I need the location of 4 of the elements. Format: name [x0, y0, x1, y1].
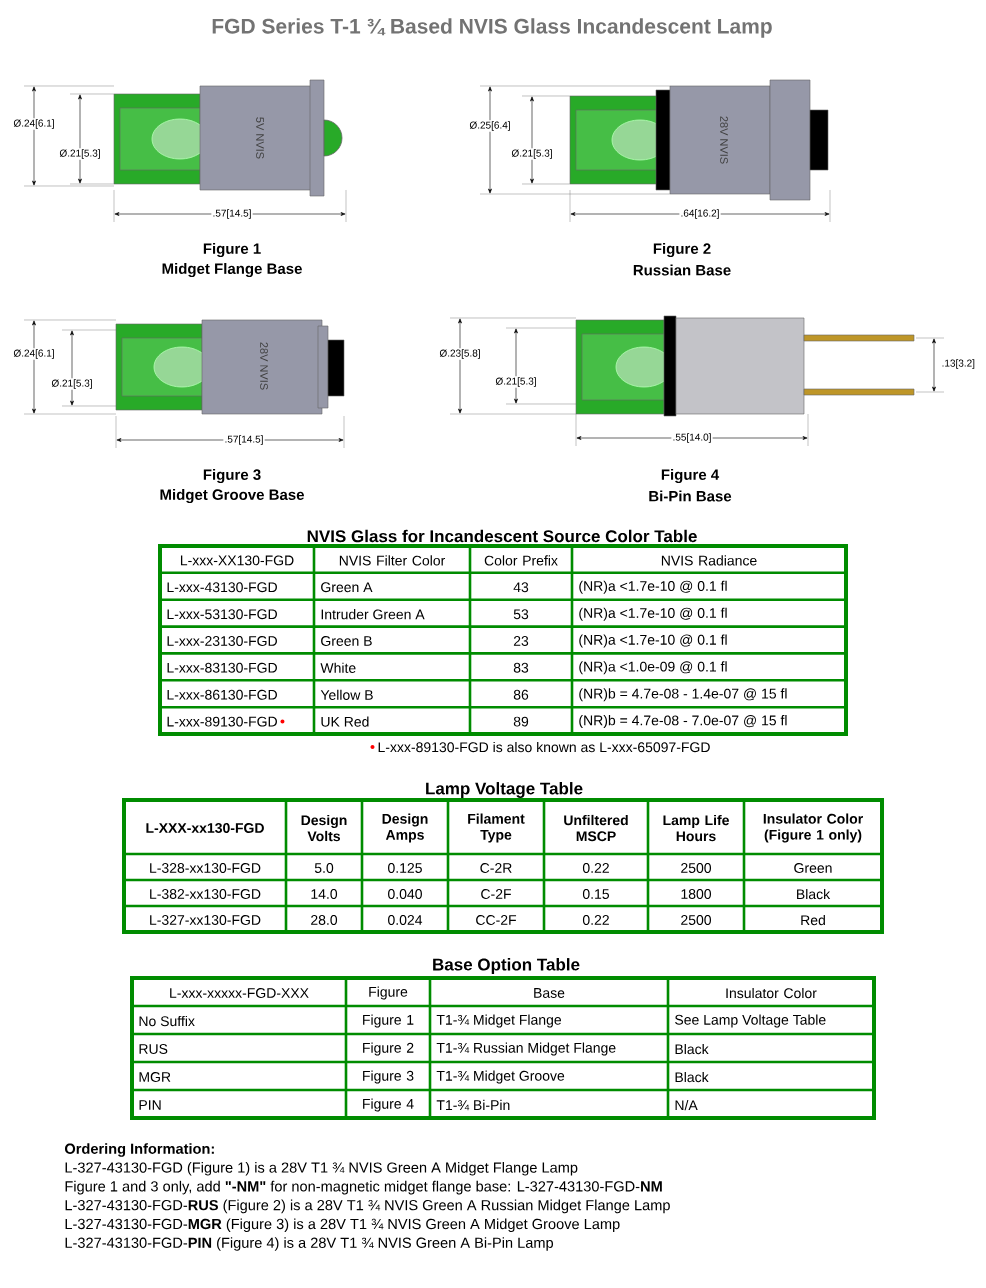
table-title: Lamp Voltage Table: [426, 782, 583, 798]
table-title: NVIS Glass for Incandescent Source Color Table: [307, 529, 697, 543]
table-title: Base Option Table: [433, 958, 580, 974]
title: FGD Series T-1 ¾ Based NVIS Glass Incandescent Lamp: [212, 18, 772, 38]
